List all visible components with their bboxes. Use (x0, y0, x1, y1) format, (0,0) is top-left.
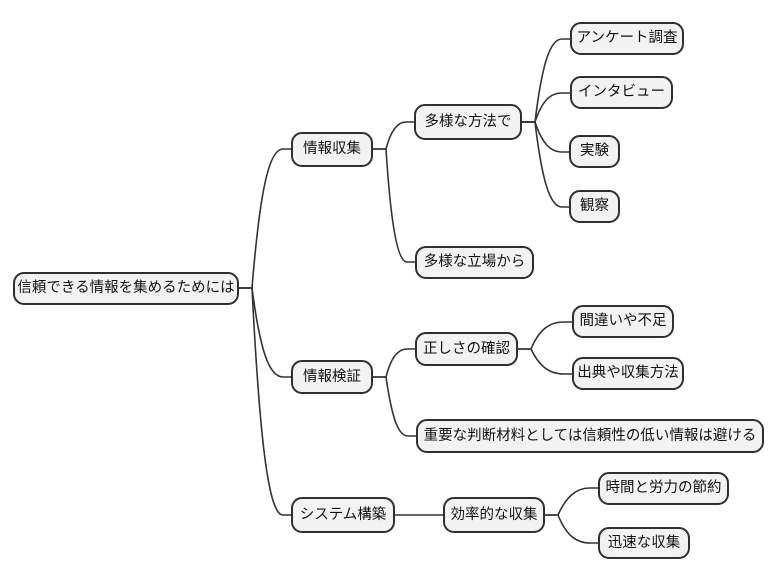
node-efficient-collection: 効率的な収集 (443, 497, 545, 533)
edge-information-verification-correctness-check (372, 348, 416, 378)
node-information-gathering: 情報収集 (291, 132, 373, 167)
edge-various-methods-observation (521, 121, 570, 208)
edge-various-methods-interview (521, 92, 571, 123)
edge-root-information-verification (238, 287, 292, 378)
node-various-methods: 多様な方法で (414, 104, 522, 140)
node-rapid-collection: 迅速な収集 (598, 527, 690, 559)
node-information-verification: 情報検証 (291, 360, 373, 394)
node-time-effort-saving: 時間と労力の節約 (598, 472, 729, 505)
node-various-perspectives: 多様な立場から (415, 246, 534, 279)
node-survey: アンケート調査 (570, 22, 684, 55)
node-avoid-unreliable-info: 重要な判断材料としては信頼性の低い情報は避ける (416, 419, 764, 453)
node-interview: インタビュー (570, 76, 673, 109)
node-sources-methods: 出典や収集方法 (572, 357, 684, 390)
edge-various-methods-experiment (521, 121, 570, 153)
edge-information-gathering-various-methods (372, 121, 415, 150)
node-root: 信頼できる情報を集めるためには (13, 272, 239, 305)
edge-information-gathering-various-perspectives (372, 148, 416, 263)
edge-information-verification-avoid-unreliable (372, 376, 417, 437)
edge-root-information-gathering (238, 148, 292, 289)
edge-efficient-collection-time-effort-saving (544, 487, 599, 516)
node-errors-omissions: 間違いや不足 (572, 305, 674, 338)
edge-root-system-building (238, 287, 292, 516)
node-system-building: システム構築 (291, 497, 395, 533)
edge-correctness-check-errors-omissions (517, 321, 573, 350)
edge-efficient-collection-rapid-collection (544, 514, 599, 544)
node-experiment: 実験 (569, 135, 620, 168)
edge-various-methods-survey (521, 38, 571, 123)
edge-correctness-check-sources-methods (517, 348, 573, 375)
node-correctness-check: 正しさの確認 (415, 332, 518, 366)
node-observation: 観察 (569, 190, 620, 223)
